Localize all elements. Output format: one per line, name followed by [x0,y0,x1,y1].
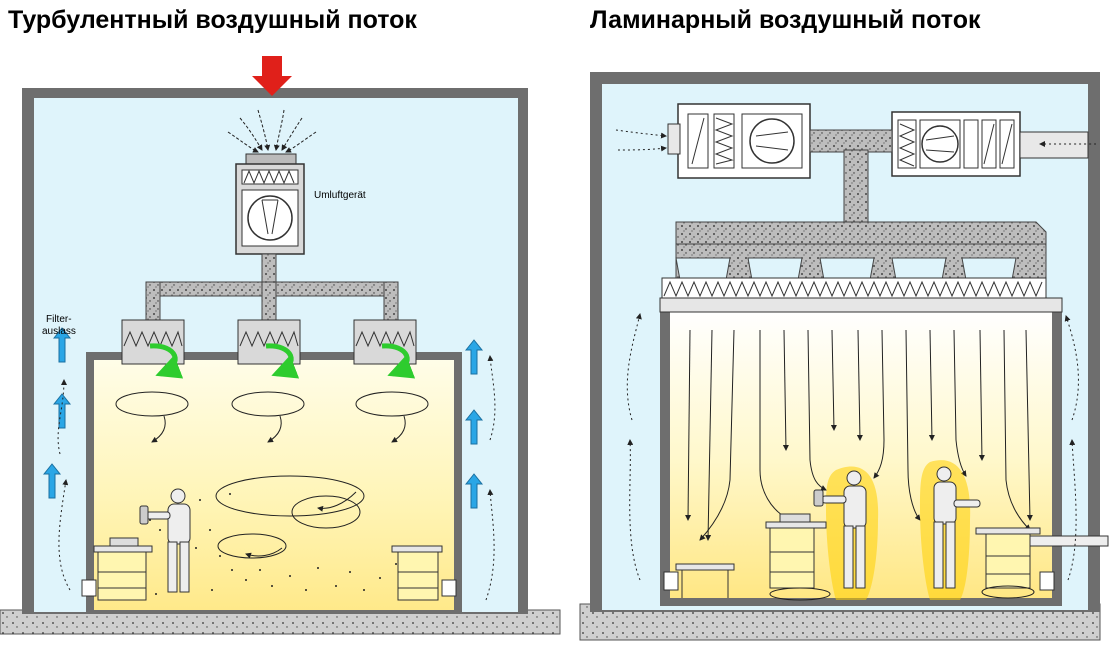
worker-left [139,488,191,593]
duct-network-right [675,129,1047,281]
laminar-wall-right [1052,310,1062,606]
worker-right-1 [813,470,867,589]
ceiling-filters-left [121,319,417,365]
exhaust-filter-right-2 [1039,571,1055,591]
inlet-duct-stub [667,123,681,155]
title-laminar-flow: Ламинарный воздушный поток [590,6,981,34]
exhaust-filter-left-1 [81,579,97,597]
worker-right-2 [933,466,981,589]
exhaust-filter-right-1 [663,571,679,591]
return-air-streams-right [615,129,1096,581]
laminar-room [579,72,1109,641]
floor-eddies-right [769,585,1035,601]
red-down-arrow-icon [252,56,292,96]
air-handling-unit-1 [677,103,811,179]
hepa-filter-row [659,277,1063,313]
work-table-right-3 [975,527,1041,589]
work-table-right-2 [675,563,735,598]
blue-up-arrow-icon [42,327,484,509]
turbulent-eddies [115,391,429,559]
pipe-through-wall [1029,535,1109,547]
clean-zone-left [94,360,454,610]
laminar-floor [660,598,1062,606]
green-curved-arrow-icon [149,343,416,379]
work-table-right-1 [765,513,827,589]
air-handling-unit-2 [891,111,1021,177]
particle-halo-worker-2 [920,460,971,600]
inlet-air-streams [227,109,317,153]
duct-tree-left [145,253,399,321]
laminar-wall-left [660,310,670,606]
turbulent-room: Umluftgerät [0,56,561,635]
filter-outlet-label-1: Filter- [46,314,72,325]
outside-air-duct [1019,131,1089,159]
exhaust-filter-left-2 [441,579,457,597]
filter-box-3 [353,319,417,365]
filter-outlet-label-2: auslass [42,326,76,337]
return-air-streams-left [57,355,496,601]
recirculation-unit [235,153,305,255]
recirc-unit-label: Umluftgerät [314,190,366,201]
work-table-left-1 [93,537,153,601]
work-table-left-2 [391,545,443,601]
title-turbulent-flow: Турбулентный воздушный поток [8,6,417,34]
